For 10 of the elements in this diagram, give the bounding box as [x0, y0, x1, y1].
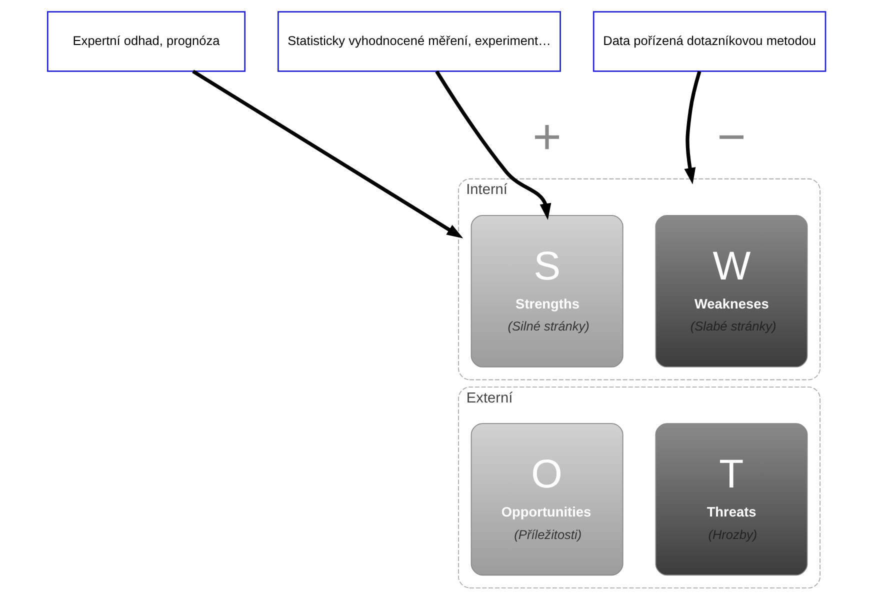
node-box: Data pořízená dotazníkovou metodou [592, 11, 826, 72]
node-box: Expertní odhad, prognóza [46, 11, 246, 72]
node-box: O Opportunities (Příležitosti) [470, 423, 624, 576]
label: + [532, 109, 562, 164]
label: − [717, 109, 746, 164]
node-box: S Strengths (Silné stránky) [470, 214, 624, 368]
arrow [684, 70, 702, 184]
arrow [435, 70, 552, 220]
arrow [192, 70, 464, 238]
node-box: Statisticky vyhodnocené měření, experiment… [278, 11, 561, 72]
